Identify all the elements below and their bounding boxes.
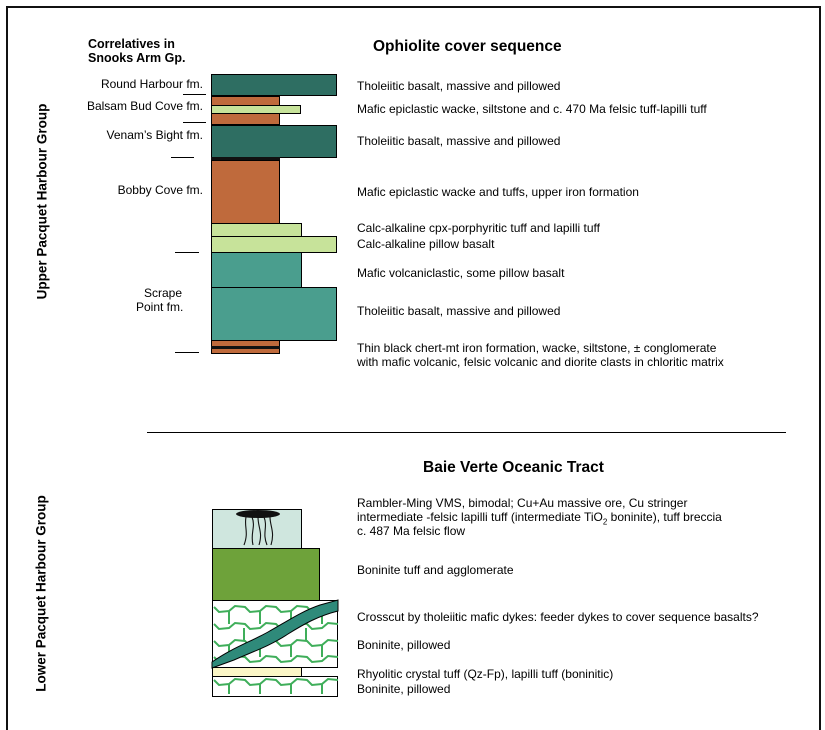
section-divider: [147, 432, 786, 433]
iron-formation-band: [211, 157, 280, 161]
formation-venams-bight: Venam’s Bight fm.: [106, 128, 204, 142]
tio2-subscript: 2: [602, 517, 608, 527]
desc-chert-iron-formation-line2: with mafic volcanic, felsic volcanic and…: [357, 355, 724, 369]
desc-bobby-cove-wacke: Mafic epiclastic wacke and tuffs, upper …: [357, 185, 639, 199]
desc-boninite-pillowed-1: Boninite, pillowed: [357, 638, 451, 652]
desc-crosscut-dykes: Crosscut by tholeiitic mafic dykes: feed…: [357, 610, 759, 624]
desc-mafic-epiclastic-felsic-tuff: Mafic epiclastic wacke, siltstone and c.…: [357, 102, 707, 116]
formation-round-harbour: Round Harbour fm.: [100, 77, 203, 91]
desc-calc-alkaline-tuff: Calc-alkaline cpx-porphyritic tuff and l…: [357, 221, 601, 235]
figure-frame: [6, 6, 821, 730]
correlatives-heading-line2: Snooks Arm Gp.: [88, 51, 186, 65]
desc-boninite-tuff: Boninite tuff and agglomerate: [357, 563, 514, 577]
layer-tholeiitic-basalt-top: [211, 74, 337, 96]
desc-rambler-ming-line2-pre: intermediate -felsic lapilli tuff (inter…: [357, 510, 603, 524]
layer-bobby-cove-wacke: [211, 160, 280, 224]
boundary-tick: [171, 157, 194, 158]
vms-ore-lens-icon: [236, 510, 280, 546]
desc-rambler-ming-line1: Rambler-Ming VMS, bimodal; Cu+Au massive…: [357, 496, 688, 510]
chert-iron-formation-band: [211, 346, 280, 349]
lower-section-title: Baie Verte Oceanic Tract: [423, 459, 604, 476]
desc-rambler-ming-line2-post: boninite), tuff breccia: [607, 510, 722, 524]
boundary-tick: [175, 352, 199, 353]
layer-mafic-volcaniclastic: [211, 252, 302, 288]
boundary-tick: [175, 252, 199, 253]
desc-chert-iron-formation-line1: Thin black chert-mt iron formation, wack…: [357, 341, 717, 355]
desc-rhyolitic-crystal-tuff: Rhyolitic crystal tuff (Qz-Fp), lapilli …: [357, 667, 614, 681]
formation-balsam-bud-cove: Balsam Bud Cove fm.: [86, 99, 203, 113]
formation-scrape-point-line1: Scrape: [144, 286, 183, 300]
upper-section-title: Ophiolite cover sequence: [373, 38, 562, 55]
layer-tholeiitic-basalt-scrape: [211, 287, 337, 341]
desc-rambler-ming-line2: intermediate -felsic lapilli tuff (inter…: [357, 510, 722, 529]
layer-boninite-pillowed-lower: [212, 676, 338, 697]
layer-felsic-tuff: [211, 105, 301, 114]
formation-scrape-point-line2: Point fm.: [136, 300, 184, 314]
desc-tholeiitic-basalt-2: Tholeiitic basalt, massive and pillowed: [357, 134, 561, 148]
correlatives-heading-line1: Correlatives in: [88, 37, 175, 51]
desc-tholeiitic-basalt-1: Tholeiitic basalt, massive and pillowed: [357, 79, 561, 93]
pillow-lava-pattern: [213, 604, 339, 694]
desc-tholeiitic-basalt-3: Tholeiitic basalt, massive and pillowed: [357, 304, 561, 318]
boundary-tick: [183, 122, 206, 123]
layer-boninite-tuff-agglomerate: [212, 548, 320, 601]
desc-calc-alkaline-pillow-basalt: Calc-alkaline pillow basalt: [357, 237, 495, 251]
formation-bobby-cove: Bobby Cove fm.: [117, 183, 203, 197]
mafic-dyke-shape: [211, 599, 339, 669]
desc-boninite-pillowed-2: Boninite, pillowed: [357, 682, 451, 696]
desc-rambler-ming-line3: c. 487 Ma felsic flow: [357, 524, 466, 538]
boundary-tick: [183, 94, 206, 95]
desc-mafic-volcaniclastic: Mafic volcaniclastic, some pillow basalt: [357, 266, 565, 280]
